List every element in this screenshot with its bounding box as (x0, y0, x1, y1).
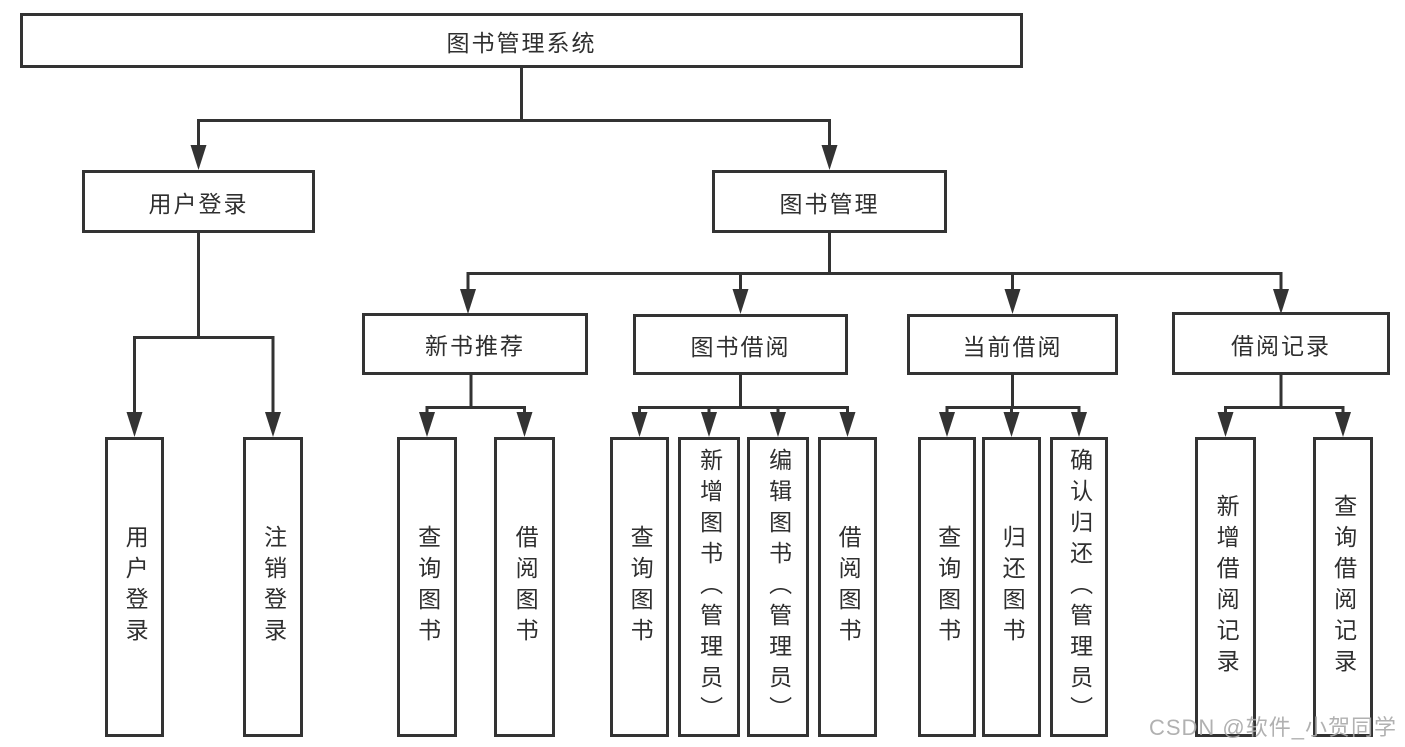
leaf-query-borrow-record: 查询借阅记录 (1313, 437, 1373, 737)
node-borrowing-records: 借阅记录 (1172, 312, 1390, 375)
leaf-add-borrow-record-label: 新增借阅记录 (1213, 494, 1240, 680)
connector-current-borrowing-group (939, 375, 1087, 437)
node-book-borrowing: 图书借阅 (633, 314, 848, 375)
node-book-management: 图书管理 (712, 170, 947, 233)
leaf-user-login: 用户登录 (105, 437, 164, 737)
leaf-query-books-recommend-label: 查询图书 (414, 525, 441, 649)
leaf-add-book-admin-label: 新增图书（管理员） (696, 447, 723, 727)
leaf-add-book-admin: 新增图书（管理员） (678, 437, 740, 737)
node-library-management-system: 图书管理系统 (20, 13, 1023, 68)
leaf-logout-label: 注销登录 (260, 525, 287, 649)
leaf-query-books-current: 查询图书 (918, 437, 976, 737)
leaf-edit-book-admin-label: 编辑图书（管理员） (765, 447, 792, 727)
leaf-query-books-recommend: 查询图书 (397, 437, 457, 737)
node-current-borrowing: 当前借阅 (907, 314, 1118, 375)
leaf-borrow-books-recommend: 借阅图书 (494, 437, 555, 737)
connector-user-login-group (126, 233, 281, 437)
leaf-query-books-current-label: 查询图书 (934, 525, 961, 649)
node-user-login: 用户登录 (82, 170, 315, 233)
node-new-book-recommendation: 新书推荐 (362, 313, 588, 375)
leaf-confirm-return-admin: 确认归还（管理员） (1050, 437, 1108, 737)
leaf-user-login-label: 用户登录 (122, 525, 149, 649)
leaf-add-borrow-record: 新增借阅记录 (1195, 437, 1256, 737)
leaf-return-book-label: 归还图书 (999, 525, 1026, 649)
leaf-confirm-return-admin-label: 确认归还（管理员） (1066, 447, 1093, 727)
leaf-edit-book-admin: 编辑图书（管理员） (747, 437, 809, 737)
leaf-query-books-borrow-label: 查询图书 (627, 525, 654, 649)
leaf-query-books-borrow: 查询图书 (610, 437, 669, 737)
connector-book-borrowing-group (631, 375, 856, 437)
leaf-return-book: 归还图书 (982, 437, 1041, 737)
connector-book-management-to-level3 (460, 233, 1289, 314)
connector-new-book-group (419, 375, 533, 437)
connector-borrowing-records-group (1217, 375, 1351, 437)
connector-root-to-level2 (190, 68, 838, 170)
leaf-borrow-books-borrow: 借阅图书 (818, 437, 877, 737)
csdn-watermark: CSDN @软件_小贺同学 (1148, 715, 1397, 740)
leaf-logout: 注销登录 (243, 437, 303, 737)
leaf-borrow-books-borrow-label: 借阅图书 (835, 525, 862, 649)
leaf-query-borrow-record-label: 查询借阅记录 (1330, 494, 1357, 680)
leaf-borrow-books-recommend-label: 借阅图书 (512, 525, 539, 649)
